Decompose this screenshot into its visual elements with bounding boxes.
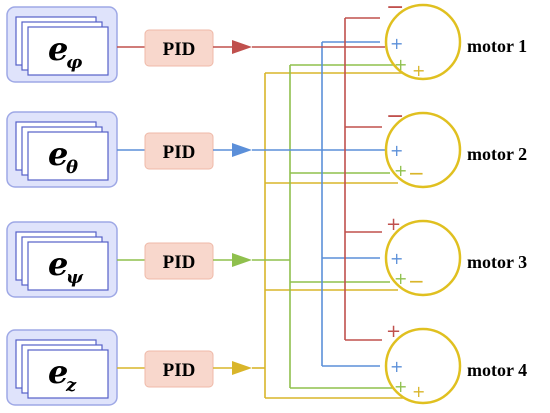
error-label-theta: e: [48, 135, 68, 173]
arrow-phi: [232, 40, 252, 54]
motor-1-sign-theta: +: [390, 34, 403, 53]
bus-phi: [252, 17, 385, 341]
motor-1-sign-psi: +: [394, 55, 407, 74]
error-block-theta: e θ: [6, 111, 118, 188]
pid-label-phi: PID: [163, 39, 196, 60]
pid-block-phi: PID: [144, 29, 214, 67]
motor-2-sign-phi: −: [386, 104, 404, 129]
error-label-psi: e: [48, 245, 68, 283]
motor-3-sign-z: −: [408, 269, 425, 293]
motor-1-sign-phi: −: [386, 0, 404, 20]
motor-4-sign-z: +: [412, 382, 425, 401]
error-block-phi: e φ: [6, 6, 118, 83]
bus-theta: [252, 41, 385, 367]
error-label-z: e: [48, 353, 68, 391]
motor-4-sign-theta: +: [390, 357, 403, 376]
motor-3-sign-phi: +: [386, 214, 401, 235]
arrow-psi: [232, 253, 252, 267]
motor-2-sign-psi: +: [394, 161, 407, 180]
motor-4-sign-psi: +: [394, 377, 407, 396]
motor-1-sign-z: +: [412, 61, 425, 80]
pid-block-theta: PID: [144, 132, 214, 170]
error-block-psi: e ψ: [6, 221, 118, 298]
pid-block-z: PID: [144, 350, 214, 388]
motor-4-circle: [384, 327, 462, 405]
pid-label-theta: PID: [163, 142, 196, 163]
error-sub-psi: ψ: [66, 267, 84, 288]
motor-3-label: motor 3: [467, 252, 527, 272]
bus-psi: [252, 64, 393, 389]
error-sub-theta: θ: [66, 157, 78, 178]
arrow-z: [232, 361, 252, 375]
motor-2-label: motor 2: [467, 144, 527, 164]
error-sub-phi: φ: [66, 52, 83, 73]
motor-4-label: motor 4: [467, 360, 527, 380]
motor-2-circle: [384, 111, 462, 189]
error-label-phi: e: [48, 30, 68, 68]
motor-2-sign-theta: +: [390, 141, 403, 160]
bus-z: [252, 72, 405, 399]
arrow-theta: [232, 143, 252, 157]
motor-1-label: motor 1: [467, 36, 527, 56]
pid-label-z: PID: [163, 360, 196, 381]
error-block-z: e z: [6, 329, 118, 406]
error-sub-z: z: [65, 375, 77, 396]
motor-3-circle: [384, 219, 462, 297]
pid-label-psi: PID: [163, 252, 196, 273]
motor-3-sign-theta: +: [390, 249, 403, 268]
motor-1-circle: [384, 3, 462, 81]
pid-block-psi: PID: [144, 242, 214, 280]
motor-4-sign-phi: +: [386, 321, 401, 342]
motor-2-sign-z: −: [408, 161, 425, 185]
motor-3-sign-psi: +: [394, 269, 407, 288]
